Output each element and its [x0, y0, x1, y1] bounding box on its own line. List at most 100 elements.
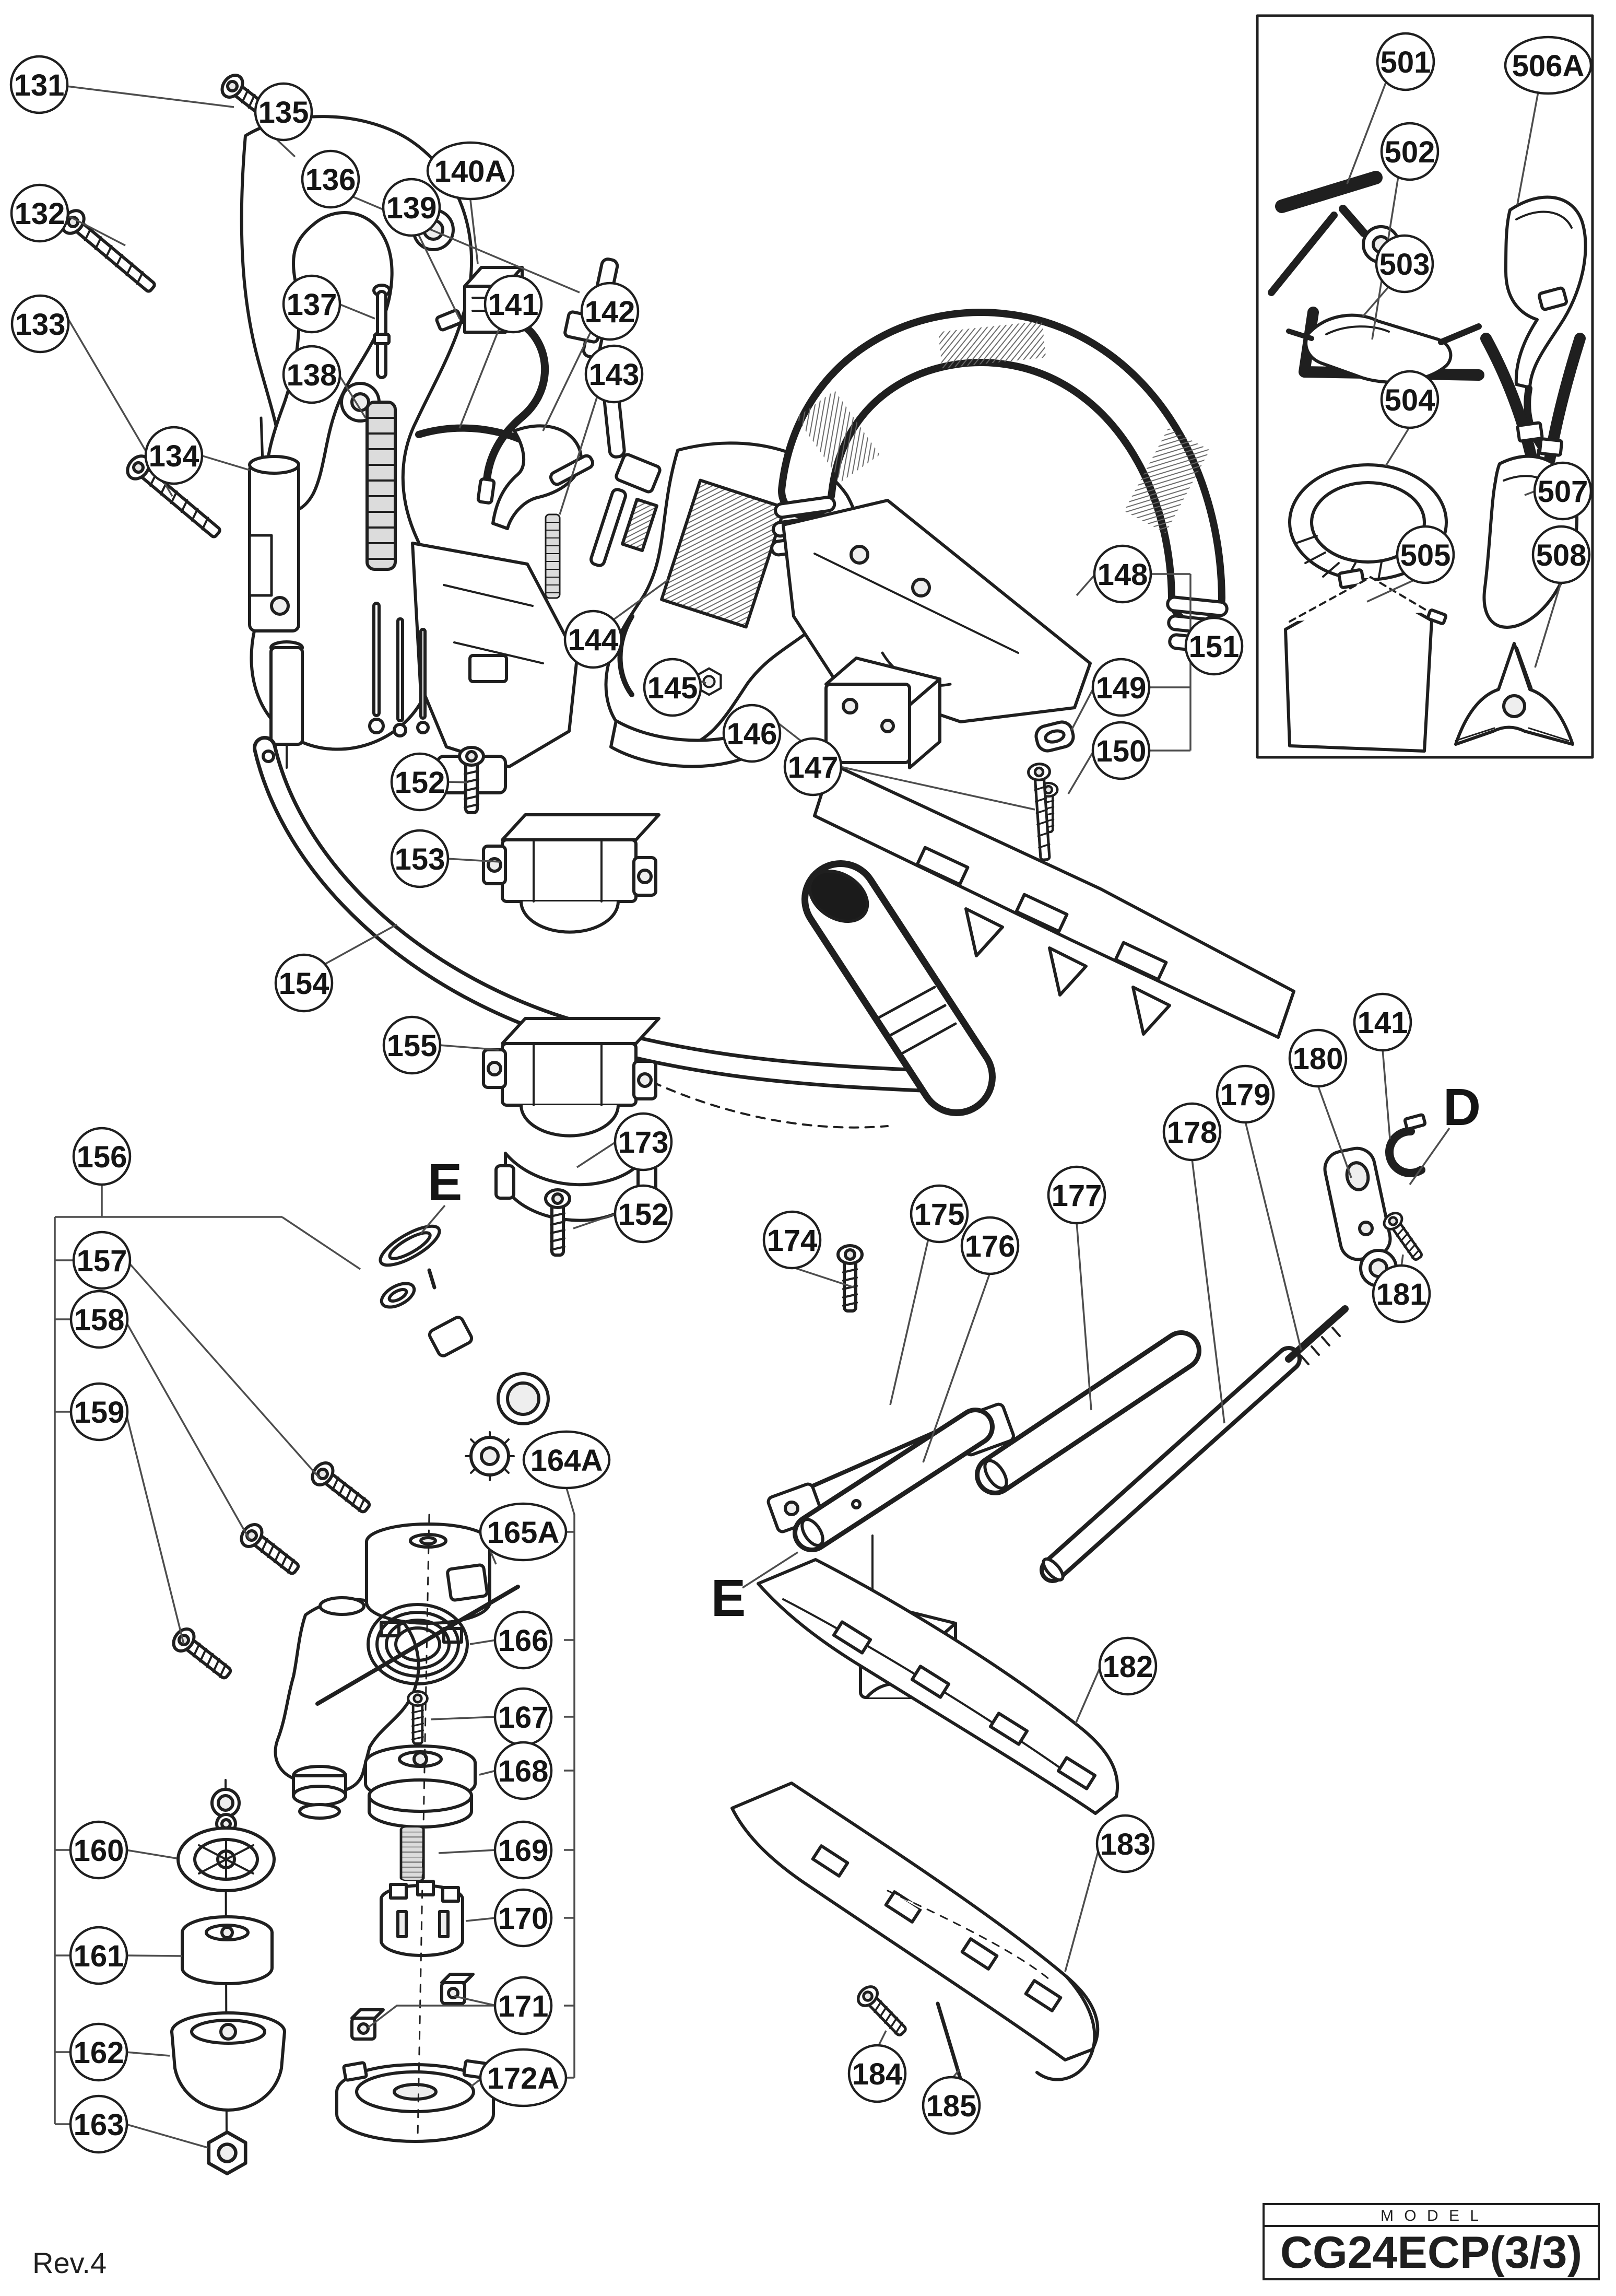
callout-number: 174 [767, 1224, 818, 1258]
callout-number: 185 [926, 2089, 977, 2123]
callout-155: 155 [382, 1015, 442, 1075]
callout-number: 179 [1220, 1078, 1271, 1112]
callout-balloon [762, 1210, 822, 1270]
safety-glasses-503 [1286, 313, 1482, 384]
callout-balloon [1396, 525, 1455, 584]
callout-number: 147 [788, 751, 839, 784]
callout-number: 136 [305, 163, 356, 197]
callout-balloon [960, 1216, 1020, 1275]
callout-number: 133 [15, 308, 66, 342]
callout-number: 134 [149, 439, 199, 473]
callout-balloon [69, 2094, 128, 2154]
callout-number: 177 [1052, 1179, 1102, 1213]
accessory-box-border [1256, 14, 1594, 759]
callout-number: 150 [1096, 734, 1147, 768]
loop-handle [770, 309, 1231, 723]
screw-132 [58, 206, 160, 298]
callout-balloon [722, 704, 782, 763]
callout-balloon [847, 2044, 907, 2103]
callout-number: 135 [258, 96, 309, 130]
callout-balloon [493, 1610, 553, 1670]
callout-balloon [493, 1820, 553, 1880]
inner-pipe-176 [793, 1408, 995, 1552]
callout-156: 156 [72, 1127, 132, 1186]
callout-balloon [144, 426, 204, 485]
callout-number: 168 [498, 1754, 549, 1788]
blade-cover-505 [1284, 576, 1447, 753]
callout-number: 131 [14, 68, 65, 102]
callout-balloon [1216, 1064, 1275, 1124]
screw-158 [237, 1520, 303, 1579]
callout-503: 503 [1375, 234, 1434, 294]
callout-170: 170 [493, 1888, 553, 1948]
callout-179: 179 [1216, 1064, 1275, 1124]
handle-cap-149 [1034, 720, 1075, 753]
callout-147: 147 [783, 737, 843, 796]
callout-176: 176 [960, 1216, 1020, 1275]
cable-ends [368, 602, 430, 737]
callout-number: 146 [727, 717, 777, 751]
throttle-spring [367, 402, 395, 569]
callout-balloon [522, 1430, 611, 1490]
callout-balloon [69, 1926, 128, 1985]
callout-number: 144 [568, 623, 619, 657]
screw-152-lower [546, 1190, 570, 1255]
callout-balloon [580, 282, 640, 341]
callout-507: 507 [1533, 461, 1593, 521]
callout-number: 145 [647, 671, 698, 705]
callout-146: 146 [722, 704, 782, 763]
callout-balloon [10, 294, 70, 354]
hanger-guard [813, 657, 1295, 1039]
callout-153: 153 [390, 829, 450, 888]
callout-number: 139 [386, 191, 437, 225]
clamp-ring-504 [1288, 463, 1448, 589]
callout-175: 175 [910, 1184, 969, 1244]
callout-balloon [390, 752, 450, 812]
callout-183: 183 [1095, 1814, 1155, 1873]
callout-balloon [382, 178, 441, 237]
callout-balloon [1353, 992, 1412, 1052]
callout-number: 164A [530, 1444, 603, 1478]
callout-number: 149 [1096, 671, 1147, 705]
callout-number: 506A [1512, 49, 1585, 83]
callout-157: 157 [72, 1231, 132, 1290]
callout-balloon [783, 737, 843, 796]
callout-number: 156 [77, 1140, 127, 1174]
callout-number: 162 [74, 2036, 124, 2070]
callout-balloon [483, 274, 543, 334]
callout-balloon [1380, 122, 1440, 181]
callout-166: 166 [493, 1610, 553, 1670]
callout-number: 163 [74, 2108, 124, 2142]
callout-504: 504 [1380, 370, 1440, 429]
callout-balloon [1375, 234, 1434, 294]
callout-165A: 165A [479, 1502, 568, 1562]
callout-164A: 164A [522, 1430, 611, 1490]
drive-shaft-178 [1040, 1305, 1349, 1583]
callout-133: 133 [10, 294, 70, 354]
outer-pipe-177 [975, 1330, 1201, 1495]
callout-140A: 140A [426, 141, 515, 201]
callout-137: 137 [282, 274, 341, 334]
callout-132: 132 [10, 183, 69, 243]
callout-number: 142 [585, 295, 635, 329]
snap-clip-141 [1385, 1113, 1427, 1177]
callout-balloon [1162, 1102, 1222, 1162]
callout-number: 153 [395, 842, 445, 876]
callout-number: 166 [498, 1624, 549, 1658]
callout-balloon [922, 2076, 981, 2135]
callout-balloon [1504, 36, 1593, 95]
callout-balloon [1093, 544, 1152, 604]
callout-number: 175 [914, 1198, 965, 1232]
callout-balloon [274, 953, 334, 1013]
latch-tabs-171 [350, 1973, 475, 2041]
callout-141: 141 [1353, 992, 1412, 1052]
callout-balloon [254, 82, 313, 142]
callout-159: 159 [69, 1382, 129, 1442]
callout-number: 154 [279, 967, 329, 1001]
callout-131: 131 [9, 55, 69, 114]
callout-number: 180 [1293, 1042, 1343, 1076]
callout-number: 151 [1189, 630, 1240, 664]
callout-501: 501 [1376, 32, 1435, 91]
screw-159 [169, 1625, 235, 1684]
